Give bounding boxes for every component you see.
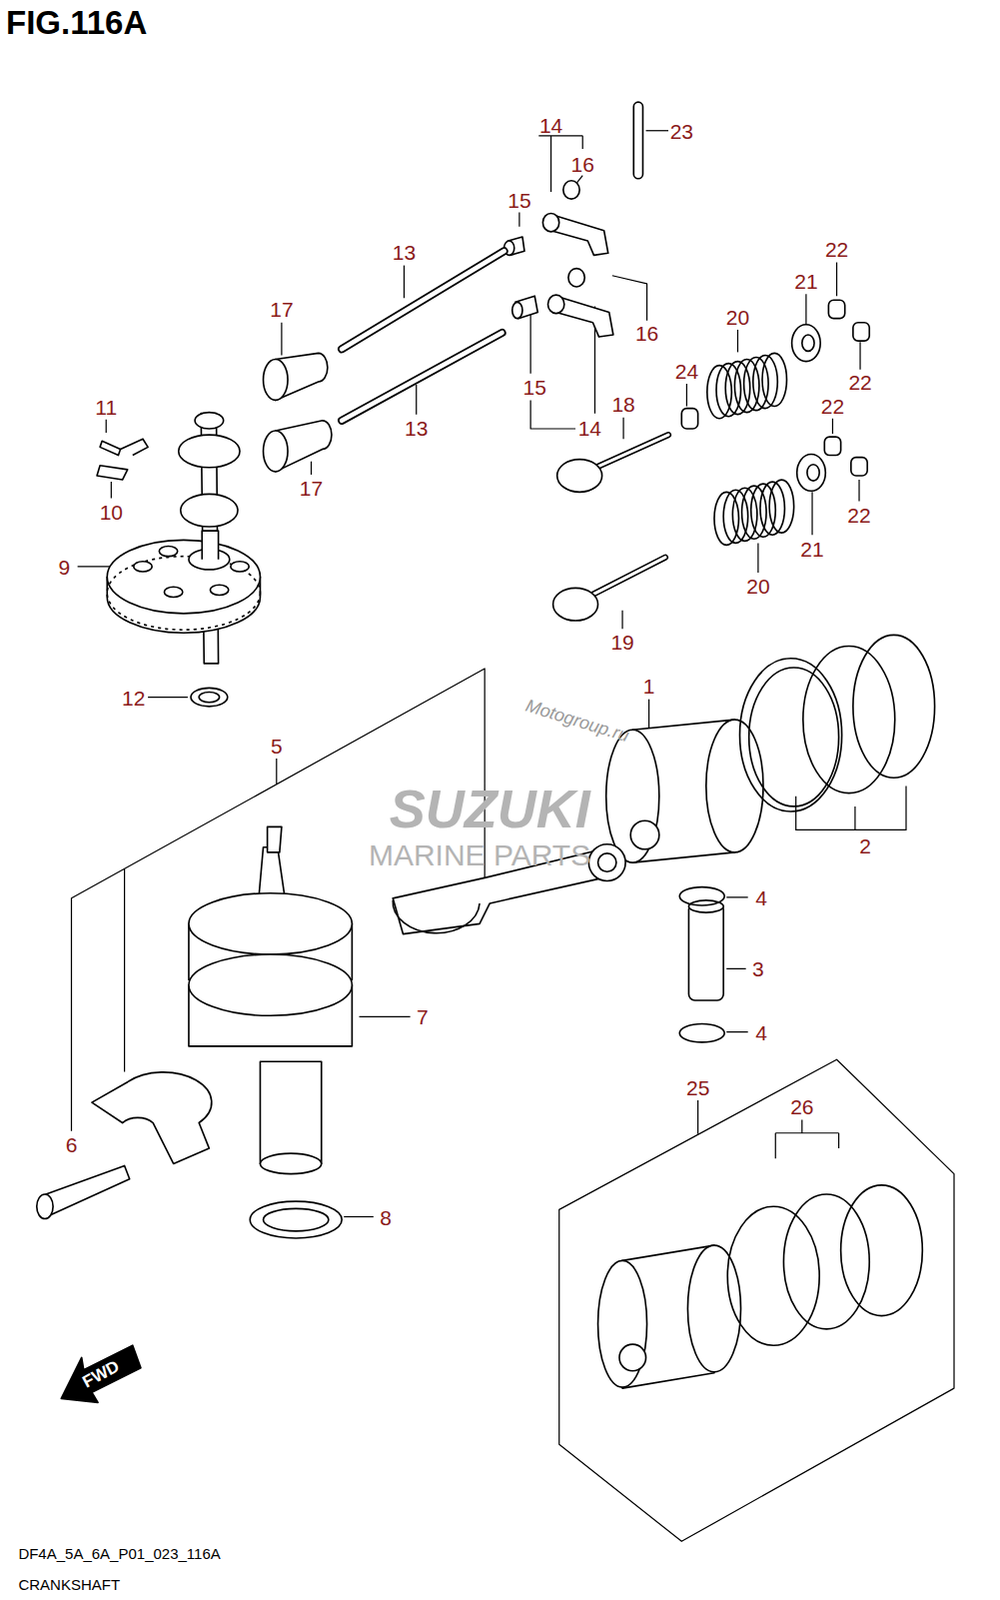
callout-number: 21	[800, 537, 824, 559]
forward-arrow-label: FWD	[79, 1356, 122, 1390]
callout-number: 17	[299, 477, 323, 499]
callout-number: 20	[726, 305, 750, 327]
callout-number: 22	[825, 238, 849, 260]
callout-number: 16	[635, 321, 659, 343]
callout-number: 22	[848, 371, 872, 393]
callout-number: 8	[379, 1205, 392, 1227]
callout-number: 14	[539, 113, 563, 135]
callout-number: 16	[571, 153, 595, 175]
callout-number: 24	[675, 359, 699, 381]
callout-number: 4	[755, 1020, 768, 1042]
callout-number: 21	[794, 269, 818, 291]
callout-number: 5	[270, 734, 283, 756]
callout-number: 23	[670, 119, 694, 141]
callout-number: 26	[790, 1095, 814, 1117]
callout-number: 3	[752, 958, 765, 980]
callout-number: 22	[847, 503, 871, 525]
watermark: MARINE PARTS	[368, 840, 591, 871]
watermark: Motogroup.ru	[523, 696, 632, 746]
callout-number: 2	[859, 834, 872, 856]
callout-number: 15	[523, 376, 547, 398]
drawing-caption: DF4A_5A_6A_P01_023_116A	[17, 1545, 220, 1561]
callout-number: 18	[611, 393, 635, 415]
callout-number: 1	[643, 675, 656, 697]
callout-number: 20	[746, 575, 770, 597]
callout-number: 11	[94, 395, 117, 417]
callout-number: 12	[121, 686, 145, 708]
callout-number: 17	[269, 298, 293, 320]
callout-number: 15	[507, 189, 531, 211]
callout-number: 6	[65, 1133, 78, 1155]
callout-number: 25	[686, 1075, 710, 1097]
callout-number: 10	[99, 500, 123, 522]
figure-title: FIG.116A	[5, 5, 147, 39]
callout-number: 13	[392, 241, 416, 263]
callout-number: 13	[404, 416, 428, 438]
callout-number: 4	[755, 886, 768, 908]
callout-number: 14	[578, 416, 602, 438]
callout-number: 7	[416, 1005, 429, 1027]
callout-number: 9	[58, 555, 71, 577]
callout-number: 22	[821, 394, 845, 416]
callout-number: 19	[610, 631, 634, 653]
drawing-caption: CRANKSHAFT	[17, 1576, 120, 1592]
watermark: SUZUKI	[389, 781, 591, 836]
leader-lines	[70, 130, 955, 1542]
